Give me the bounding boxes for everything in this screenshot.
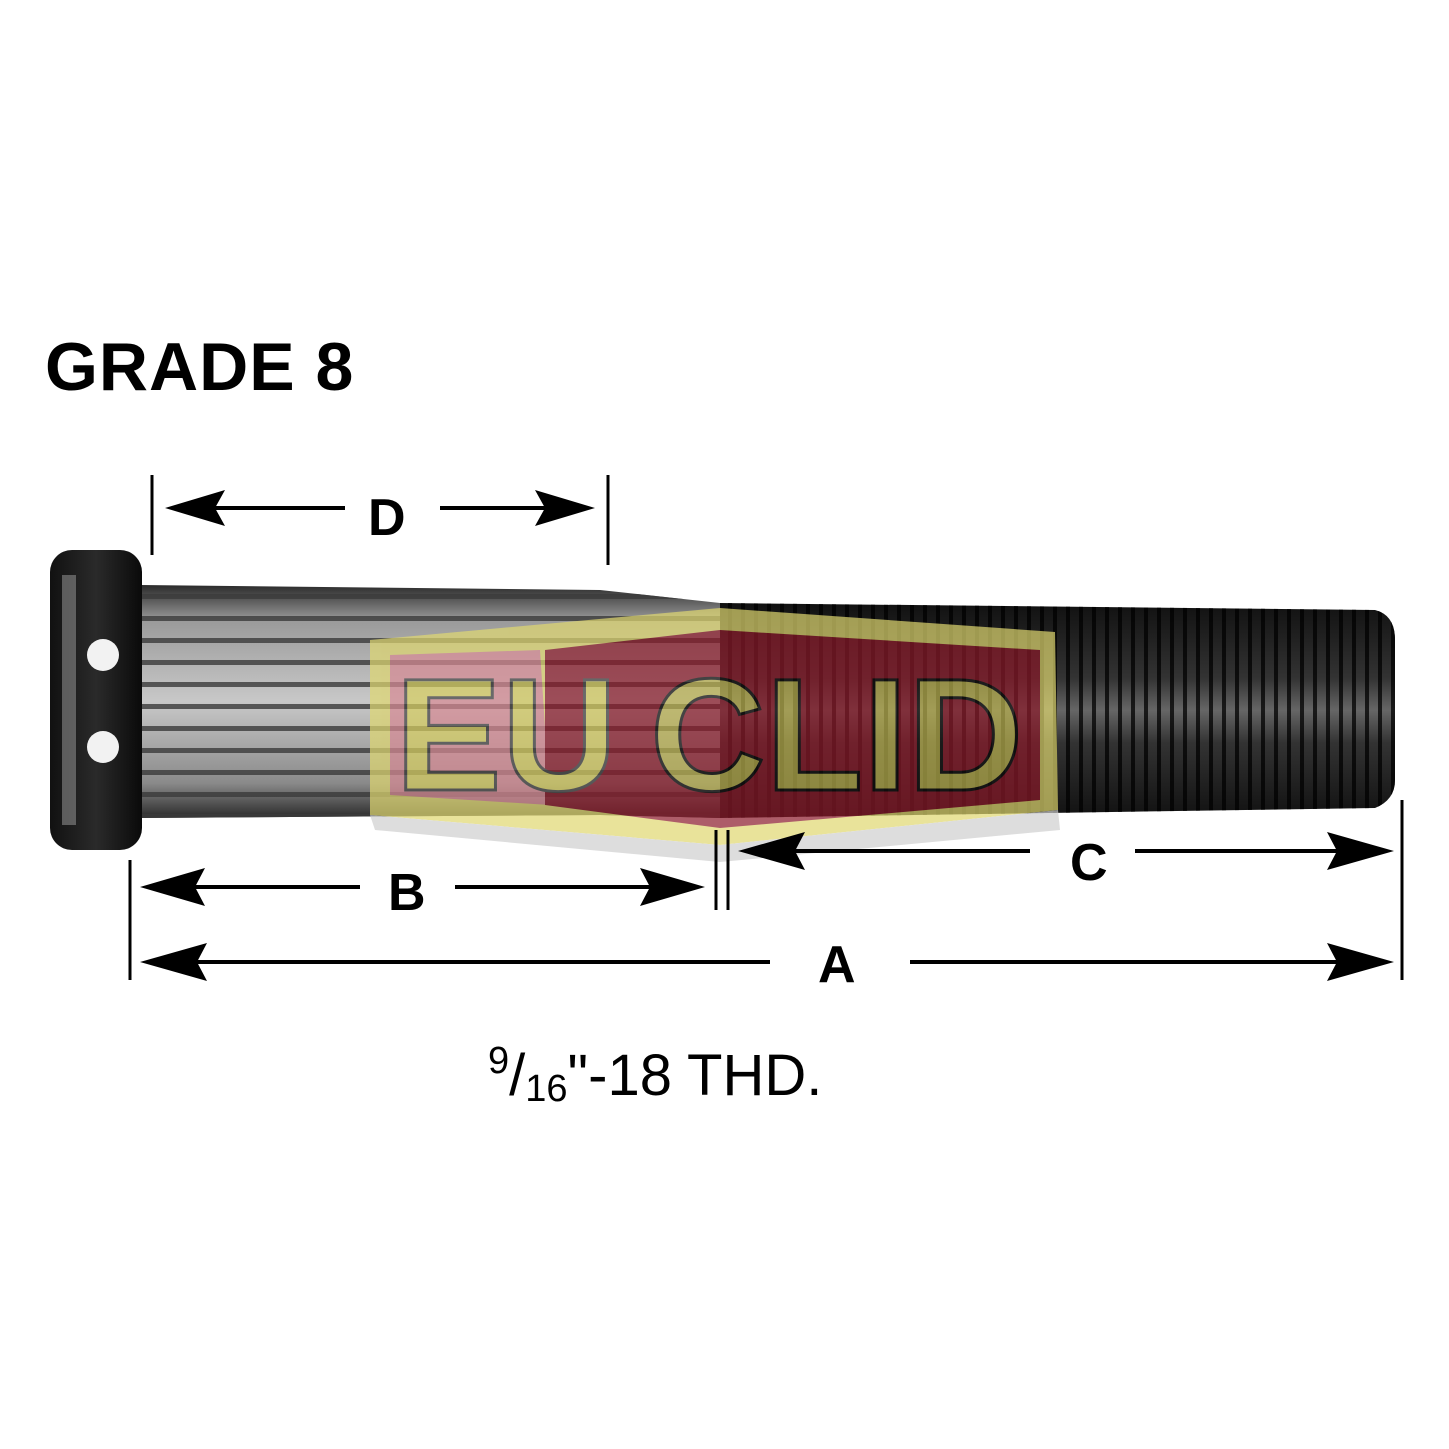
svg-text:EU: EU bbox=[395, 645, 617, 824]
svg-text:D: D bbox=[368, 489, 406, 547]
dimension-b: B bbox=[128, 830, 730, 980]
euclid-watermark: EU CLID bbox=[370, 608, 1060, 862]
svg-text:A: A bbox=[818, 936, 856, 994]
dimension-c: C bbox=[738, 800, 1404, 980]
svg-text:C: C bbox=[1070, 834, 1108, 892]
thread-suffix: "-18 THD. bbox=[567, 1043, 823, 1108]
grade-title: GRADE 8 bbox=[45, 329, 355, 405]
thread-denominator: 16 bbox=[525, 1068, 568, 1110]
dimension-a: A bbox=[140, 936, 1394, 994]
dimension-d: D bbox=[150, 475, 610, 565]
svg-text:B: B bbox=[388, 864, 426, 922]
thread-numerator: 9 bbox=[488, 1040, 510, 1082]
svg-text:CLID: CLID bbox=[650, 645, 1023, 824]
thread-spec: 9/16"-18 THD. bbox=[488, 1040, 823, 1110]
